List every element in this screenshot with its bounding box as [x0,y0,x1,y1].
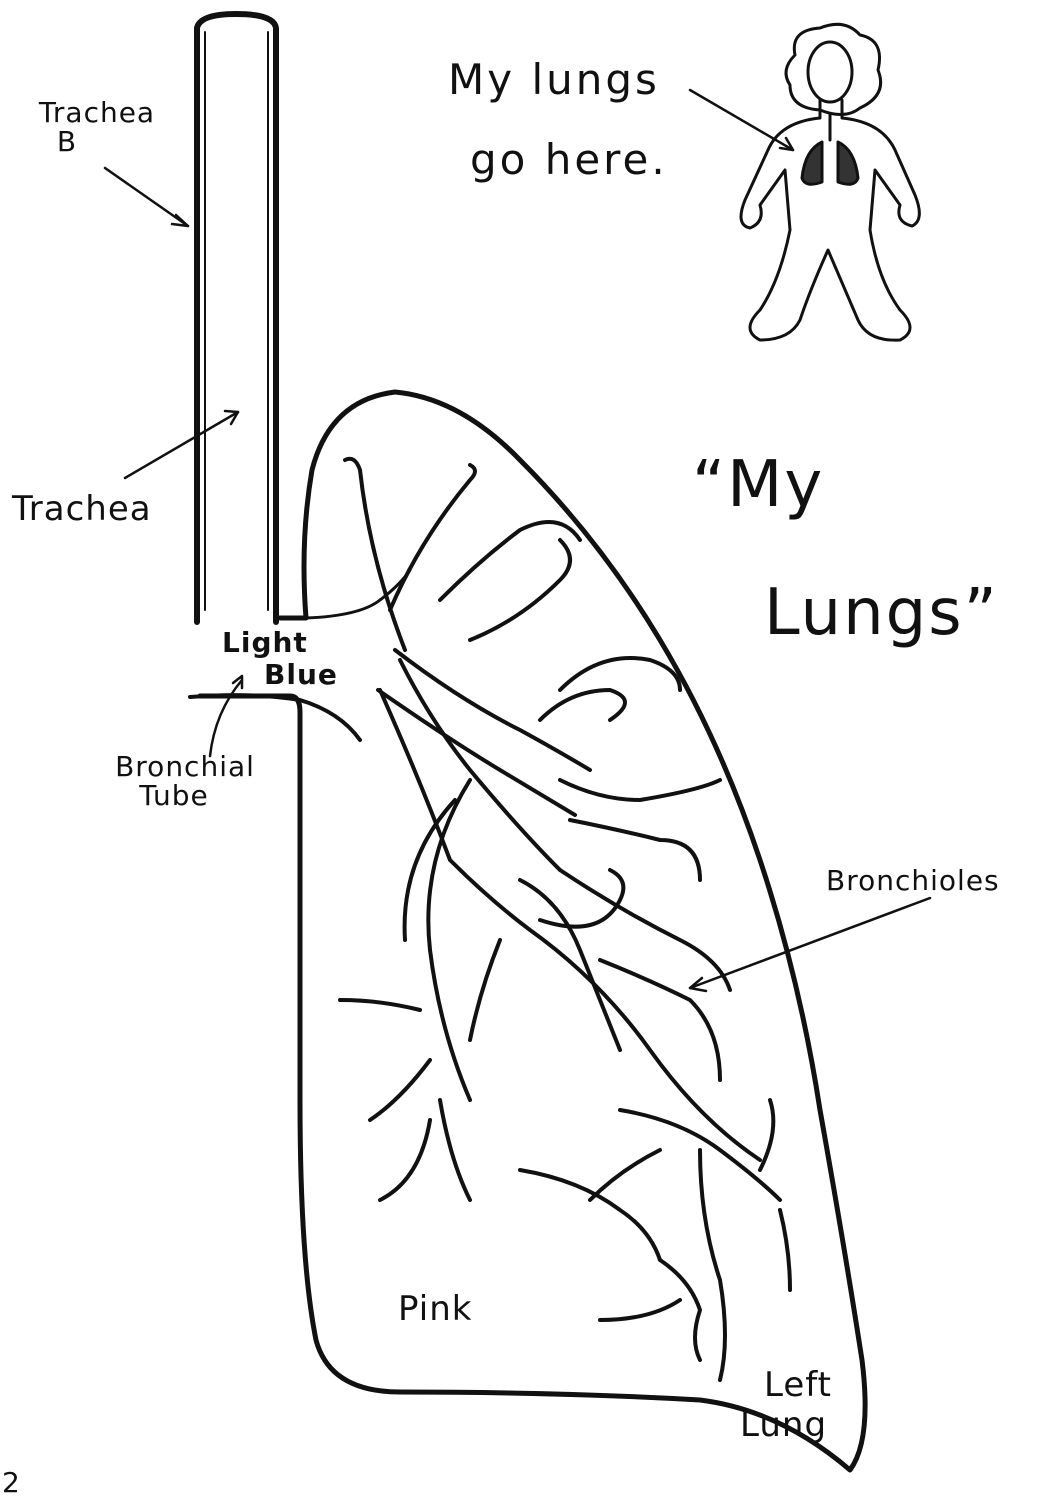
label-light-blue-line-2: Blue [264,660,338,689]
caption-line-1: My lungs [448,58,660,102]
bronchiole-tree [340,459,790,1380]
label-bronchial-line-2: Tube [68,781,280,810]
label-bronchioles: Bronchioles [826,866,1000,895]
label-trachea: Trachea [12,492,152,528]
page-number: 2 [2,1468,21,1497]
label-light-blue-line-1: Light [222,628,308,657]
label-left-lung-line-1: Left [764,1368,832,1404]
title-line-2: Lungs” [764,580,999,647]
label-bronchial-line-1: Bronchial [90,752,280,781]
label-bronchial-tube: Bronchial Tube [90,752,280,811]
label-left-lung-line-2: Lung [740,1408,827,1444]
trachea-tube [197,14,276,622]
person-figure-icon [741,24,919,340]
caption-line-2: go here. [470,138,668,182]
label-arrows [105,90,930,991]
title-line-1: “My [692,452,824,519]
label-trachea-b-line-2: B [0,127,172,156]
label-trachea-b: Trachea B [22,98,172,157]
label-trachea-b-line-1: Trachea [22,98,172,127]
label-pink: Pink [398,1292,472,1328]
